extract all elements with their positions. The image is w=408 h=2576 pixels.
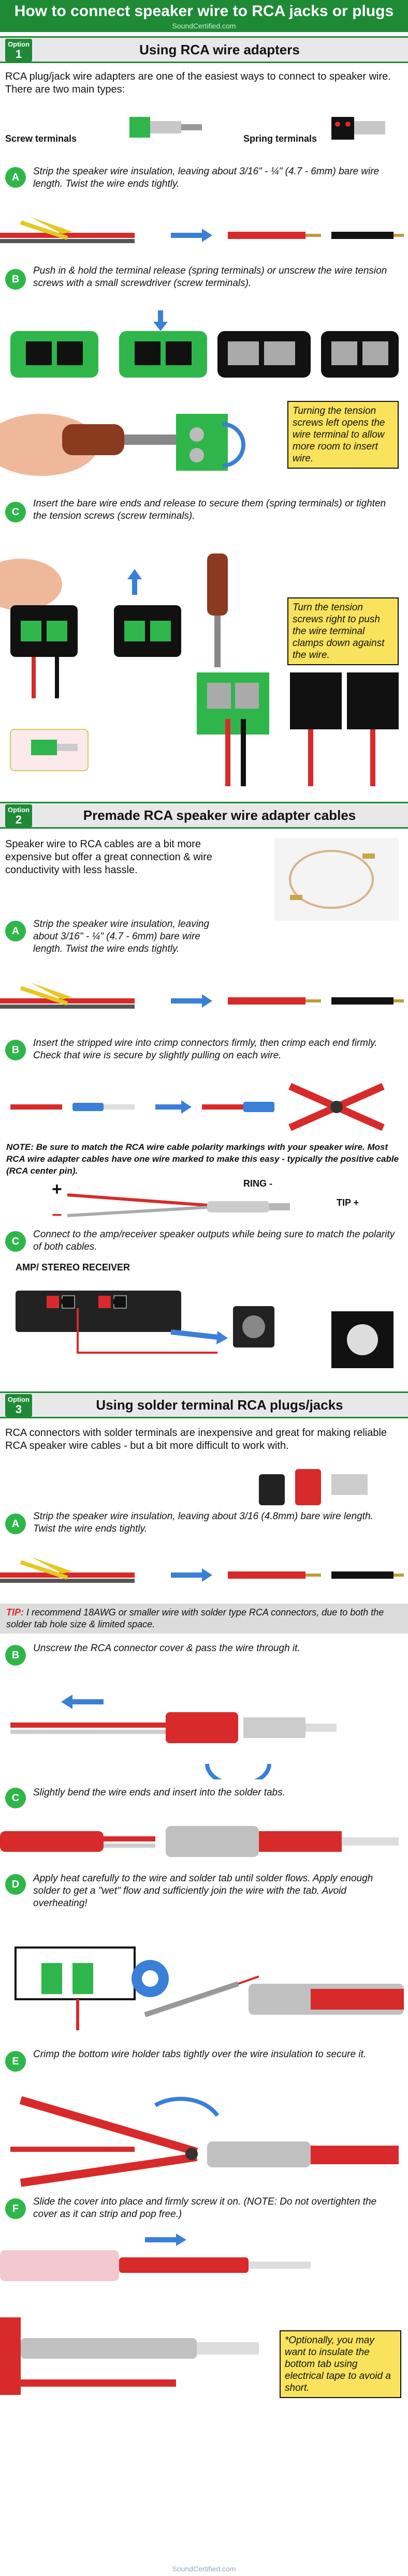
note-right-clamps: Turn the tension screws right to push th… <box>287 597 399 665</box>
option3-step-c: C <box>5 1788 26 1808</box>
spring-adapter-icon <box>331 117 385 140</box>
receiver-r-label: R <box>113 1297 119 1306</box>
option1-banner: Option 1 Using RCA wire adapters <box>0 36 408 63</box>
type-spring-label: Spring terminals <box>243 133 317 144</box>
type-screw-label: Screw terminals <box>5 133 77 144</box>
solder-illustration <box>14 1946 404 2030</box>
option1-badge: Option 1 <box>5 39 32 62</box>
insert-wire-illustration <box>0 553 399 786</box>
option1-step-b-text: Push in & hold the terminal release (spr… <box>33 265 387 289</box>
screw-adapter-icon <box>129 117 202 138</box>
option1-step-c-text: Insert the bare wire ends and release to… <box>33 498 386 521</box>
receiver-l-label: L <box>61 1297 66 1306</box>
note-optional-insulate: *Optionally, you may want to insulate th… <box>280 2330 401 2398</box>
option2-note: NOTE: Be sure to match the RCA wire cabl… <box>0 1138 408 1180</box>
option3-step-e-text: Crimp the bottom wire holder tabs tightl… <box>33 2049 367 2060</box>
option3-step-a: A <box>5 1514 26 1534</box>
option2-title: Premade RCA speaker wire adapter cables <box>83 807 356 823</box>
option2-step-c: C <box>5 1231 26 1252</box>
option2-step-c-text: Connect to the amp/receiver speaker outp… <box>33 1229 395 1252</box>
option3-intro: RCA connectors with solder terminals are… <box>5 1427 387 1451</box>
option1-step-a: A <box>5 167 26 188</box>
tip-label: TIP + <box>337 1197 359 1208</box>
cover-screw-illustration <box>0 2234 311 2395</box>
svg-text:−: − <box>52 1205 62 1225</box>
strip-wire-illustration <box>0 217 404 243</box>
option2-intro: Speaker wire to RCA cables are a bit mor… <box>5 838 212 876</box>
option1-step-c: C <box>5 502 26 522</box>
tip-key: TIP: <box>6 1607 24 1618</box>
solder-connectors-illustration <box>259 1469 368 1505</box>
option2-step-a: A <box>5 921 26 941</box>
option3-step-a-text: Strip the speaker wire insulation, leavi… <box>33 1511 373 1534</box>
ring-label: RING - <box>243 1178 272 1189</box>
option1-title: Using RCA wire adapters <box>139 42 300 57</box>
connector-cover-illustration <box>10 1695 337 1779</box>
option2-strip-illustration <box>0 983 404 1009</box>
page-header: How to connect speaker wire to RCA jacks… <box>0 0 408 32</box>
rca-adapters-illustration <box>129 117 385 140</box>
option3-title: Using solder terminal RCA plugs/jacks <box>96 1397 343 1413</box>
option1-step-b: B <box>5 269 26 290</box>
option2-step-a-text: Strip the speaker wire insulation, leavi… <box>33 919 210 954</box>
option2-banner: Option 2 Premade RCA speaker wire adapte… <box>0 802 408 829</box>
page-title: How to connect speaker wire to RCA jacks… <box>14 3 394 20</box>
screwdriver-illustration <box>0 414 245 476</box>
option3-step-f-text: Slide the cover into place and firmly sc… <box>33 2196 377 2220</box>
option3-tip: TIP: I recommend 18AWG or smaller wire w… <box>0 1604 408 1634</box>
bend-wire-illustration <box>0 1826 399 1857</box>
option3-step-b: B <box>5 1645 26 1666</box>
option3-step-c-text: Slightly bend the wire ends and insert i… <box>33 1787 285 1798</box>
option3-step-f: F <box>5 2198 26 2219</box>
option3-badge: Option 3 <box>5 1394 32 1417</box>
footer-site: SoundCertified.com <box>172 2565 236 2573</box>
svg-text:+: + <box>52 1179 62 1199</box>
option2-badge: Option 2 <box>5 804 32 827</box>
option3-step-e: E <box>5 2051 26 2072</box>
rca-adapter-cable-illustration <box>274 838 399 921</box>
option2-step-b-text: Insert the stripped wire into crimp conn… <box>33 1038 377 1061</box>
option1-intro: RCA plug/jack wire adapters are one of t… <box>5 71 391 95</box>
note-left-opens: Turning the tension screws left opens th… <box>287 401 399 469</box>
receiver-connection-illustration <box>16 1291 394 1368</box>
option3-step-d: D <box>5 1874 26 1895</box>
option3-banner: Option 3 Using solder terminal RCA plugs… <box>0 1391 408 1418</box>
tip-text: I recommend 18AWG or smaller wire with s… <box>6 1607 384 1629</box>
option3-step-d-text: Apply heat carefully to the wire and sol… <box>33 1873 373 1909</box>
option1-step-a-text: Strip the speaker wire insulation, leavi… <box>33 166 380 189</box>
crimp-tabs-illustration <box>10 2096 399 2187</box>
polarity-illustration: + − <box>52 1179 290 1225</box>
option3-step-b-text: Unscrew the RCA connector cover & pass t… <box>33 1643 300 1654</box>
site-name: SoundCertified.com <box>172 22 236 30</box>
option2-step-b: B <box>5 1040 26 1060</box>
crimp-connector-illustration <box>10 1083 385 1131</box>
terminal-release-illustration <box>10 310 399 378</box>
option3-strip-illustration <box>0 1557 404 1583</box>
receiver-label: AMP/ STEREO RECEIVER <box>16 1262 130 1272</box>
